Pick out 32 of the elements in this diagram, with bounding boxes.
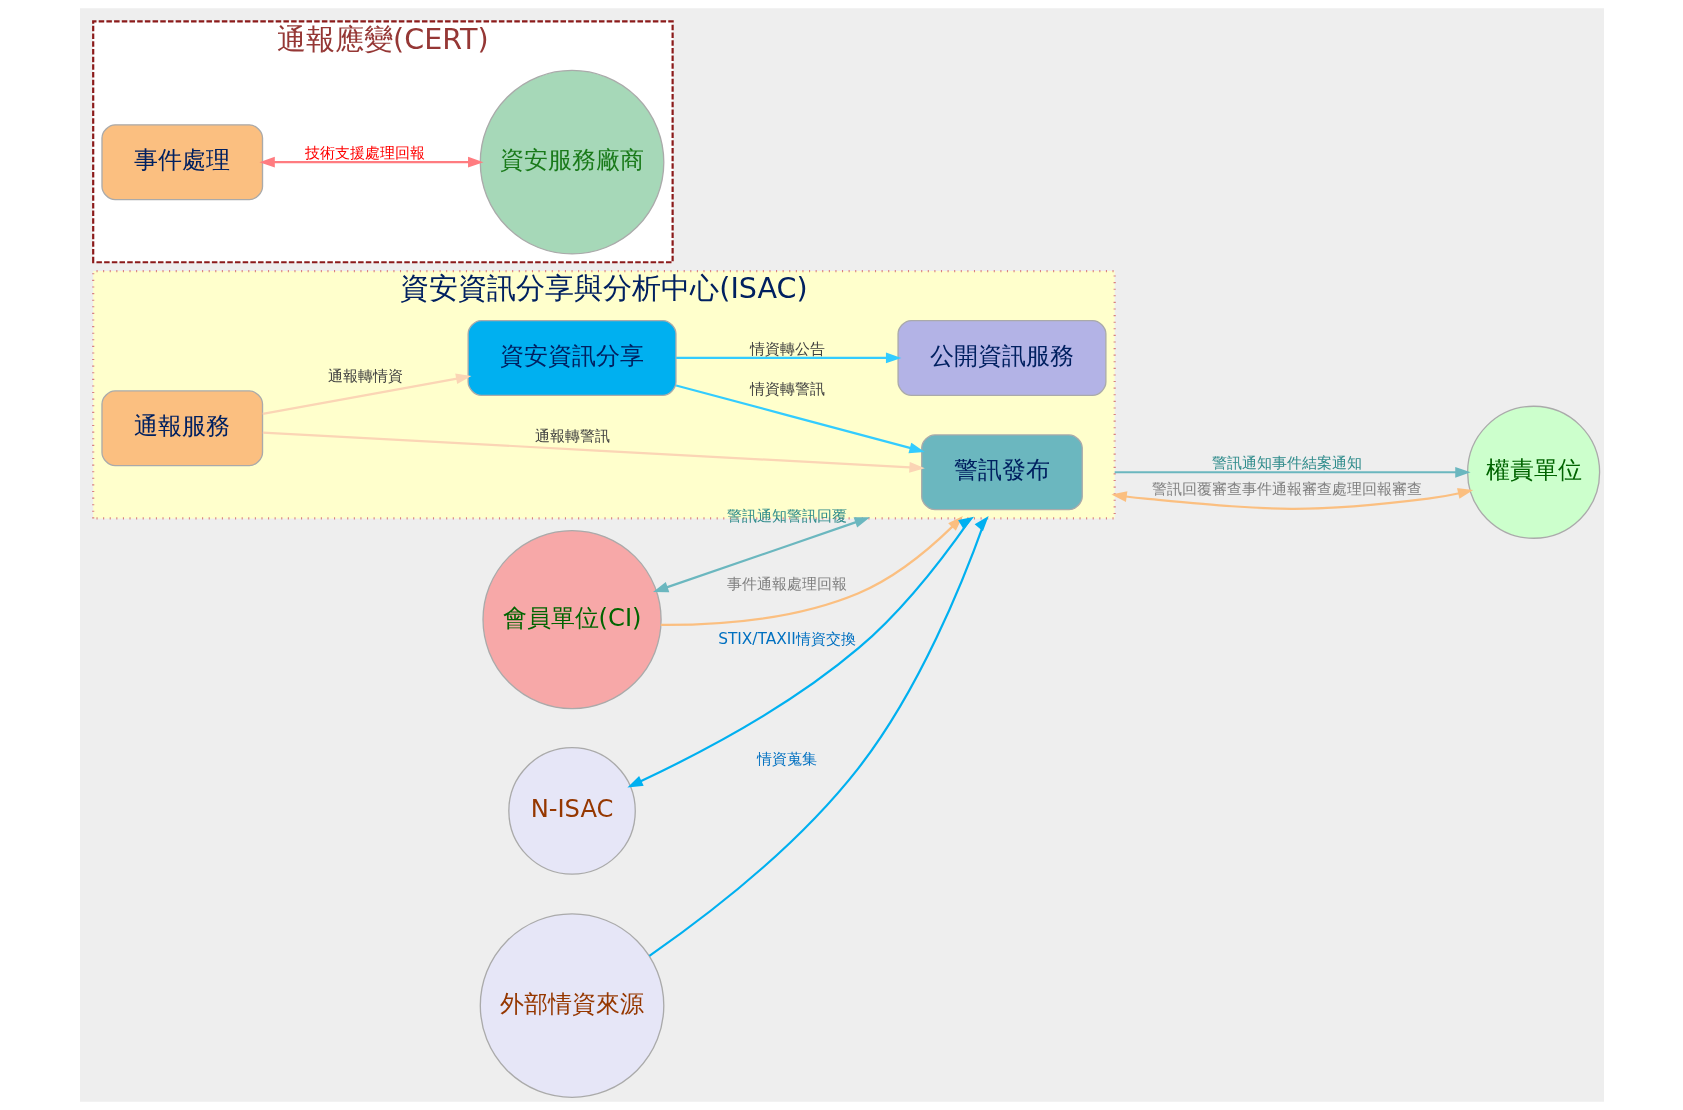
node-circle: 權責單位 bbox=[1466, 405, 1600, 539]
node-box: 公開資訊服務 bbox=[896, 319, 1107, 396]
node-circle: 資安服務廠商 bbox=[479, 69, 664, 255]
edge-label: 事件通報處理回報 bbox=[726, 575, 847, 594]
edge-label: 情資蒐集 bbox=[756, 749, 817, 768]
node-circle: 外部情資來源 bbox=[479, 913, 664, 1098]
node-circle: 會員單位(CI) bbox=[481, 529, 662, 710]
edge-label: 通報轉情資 bbox=[327, 367, 403, 386]
arrow bbox=[262, 431, 925, 473]
edge-label: 警訊通知警訊回覆 bbox=[726, 506, 847, 525]
node-box: 事件處理 bbox=[100, 124, 263, 201]
arrow bbox=[675, 352, 901, 364]
arrow bbox=[648, 515, 989, 957]
arrow bbox=[1110, 488, 1473, 510]
edge-label: 技術支援處理回報 bbox=[304, 144, 425, 163]
node-box: 警訊發布 bbox=[920, 434, 1083, 511]
arrow bbox=[652, 517, 870, 593]
arrow bbox=[262, 373, 471, 415]
edge-label: 情資轉公告 bbox=[749, 339, 825, 358]
node-box: 通報服務 bbox=[100, 390, 263, 467]
edge-label: 情資轉警訊 bbox=[749, 380, 825, 399]
arrow bbox=[675, 384, 925, 454]
edge-label: STIX/TAXII情資交換 bbox=[717, 630, 856, 649]
arrow bbox=[258, 156, 483, 168]
edge-label: 通報轉警訊 bbox=[534, 426, 610, 445]
arrow bbox=[660, 516, 963, 627]
node-box: 資安資訊分享 bbox=[466, 319, 677, 396]
node-circle: N-ISAC bbox=[507, 747, 636, 875]
edge-label: 警訊回覆審查事件通報審查處理回報審查 bbox=[1151, 480, 1422, 499]
arrow bbox=[626, 516, 974, 788]
arrow bbox=[1114, 466, 1471, 478]
edge-label: 警訊通知事件結案通知 bbox=[1211, 454, 1362, 473]
